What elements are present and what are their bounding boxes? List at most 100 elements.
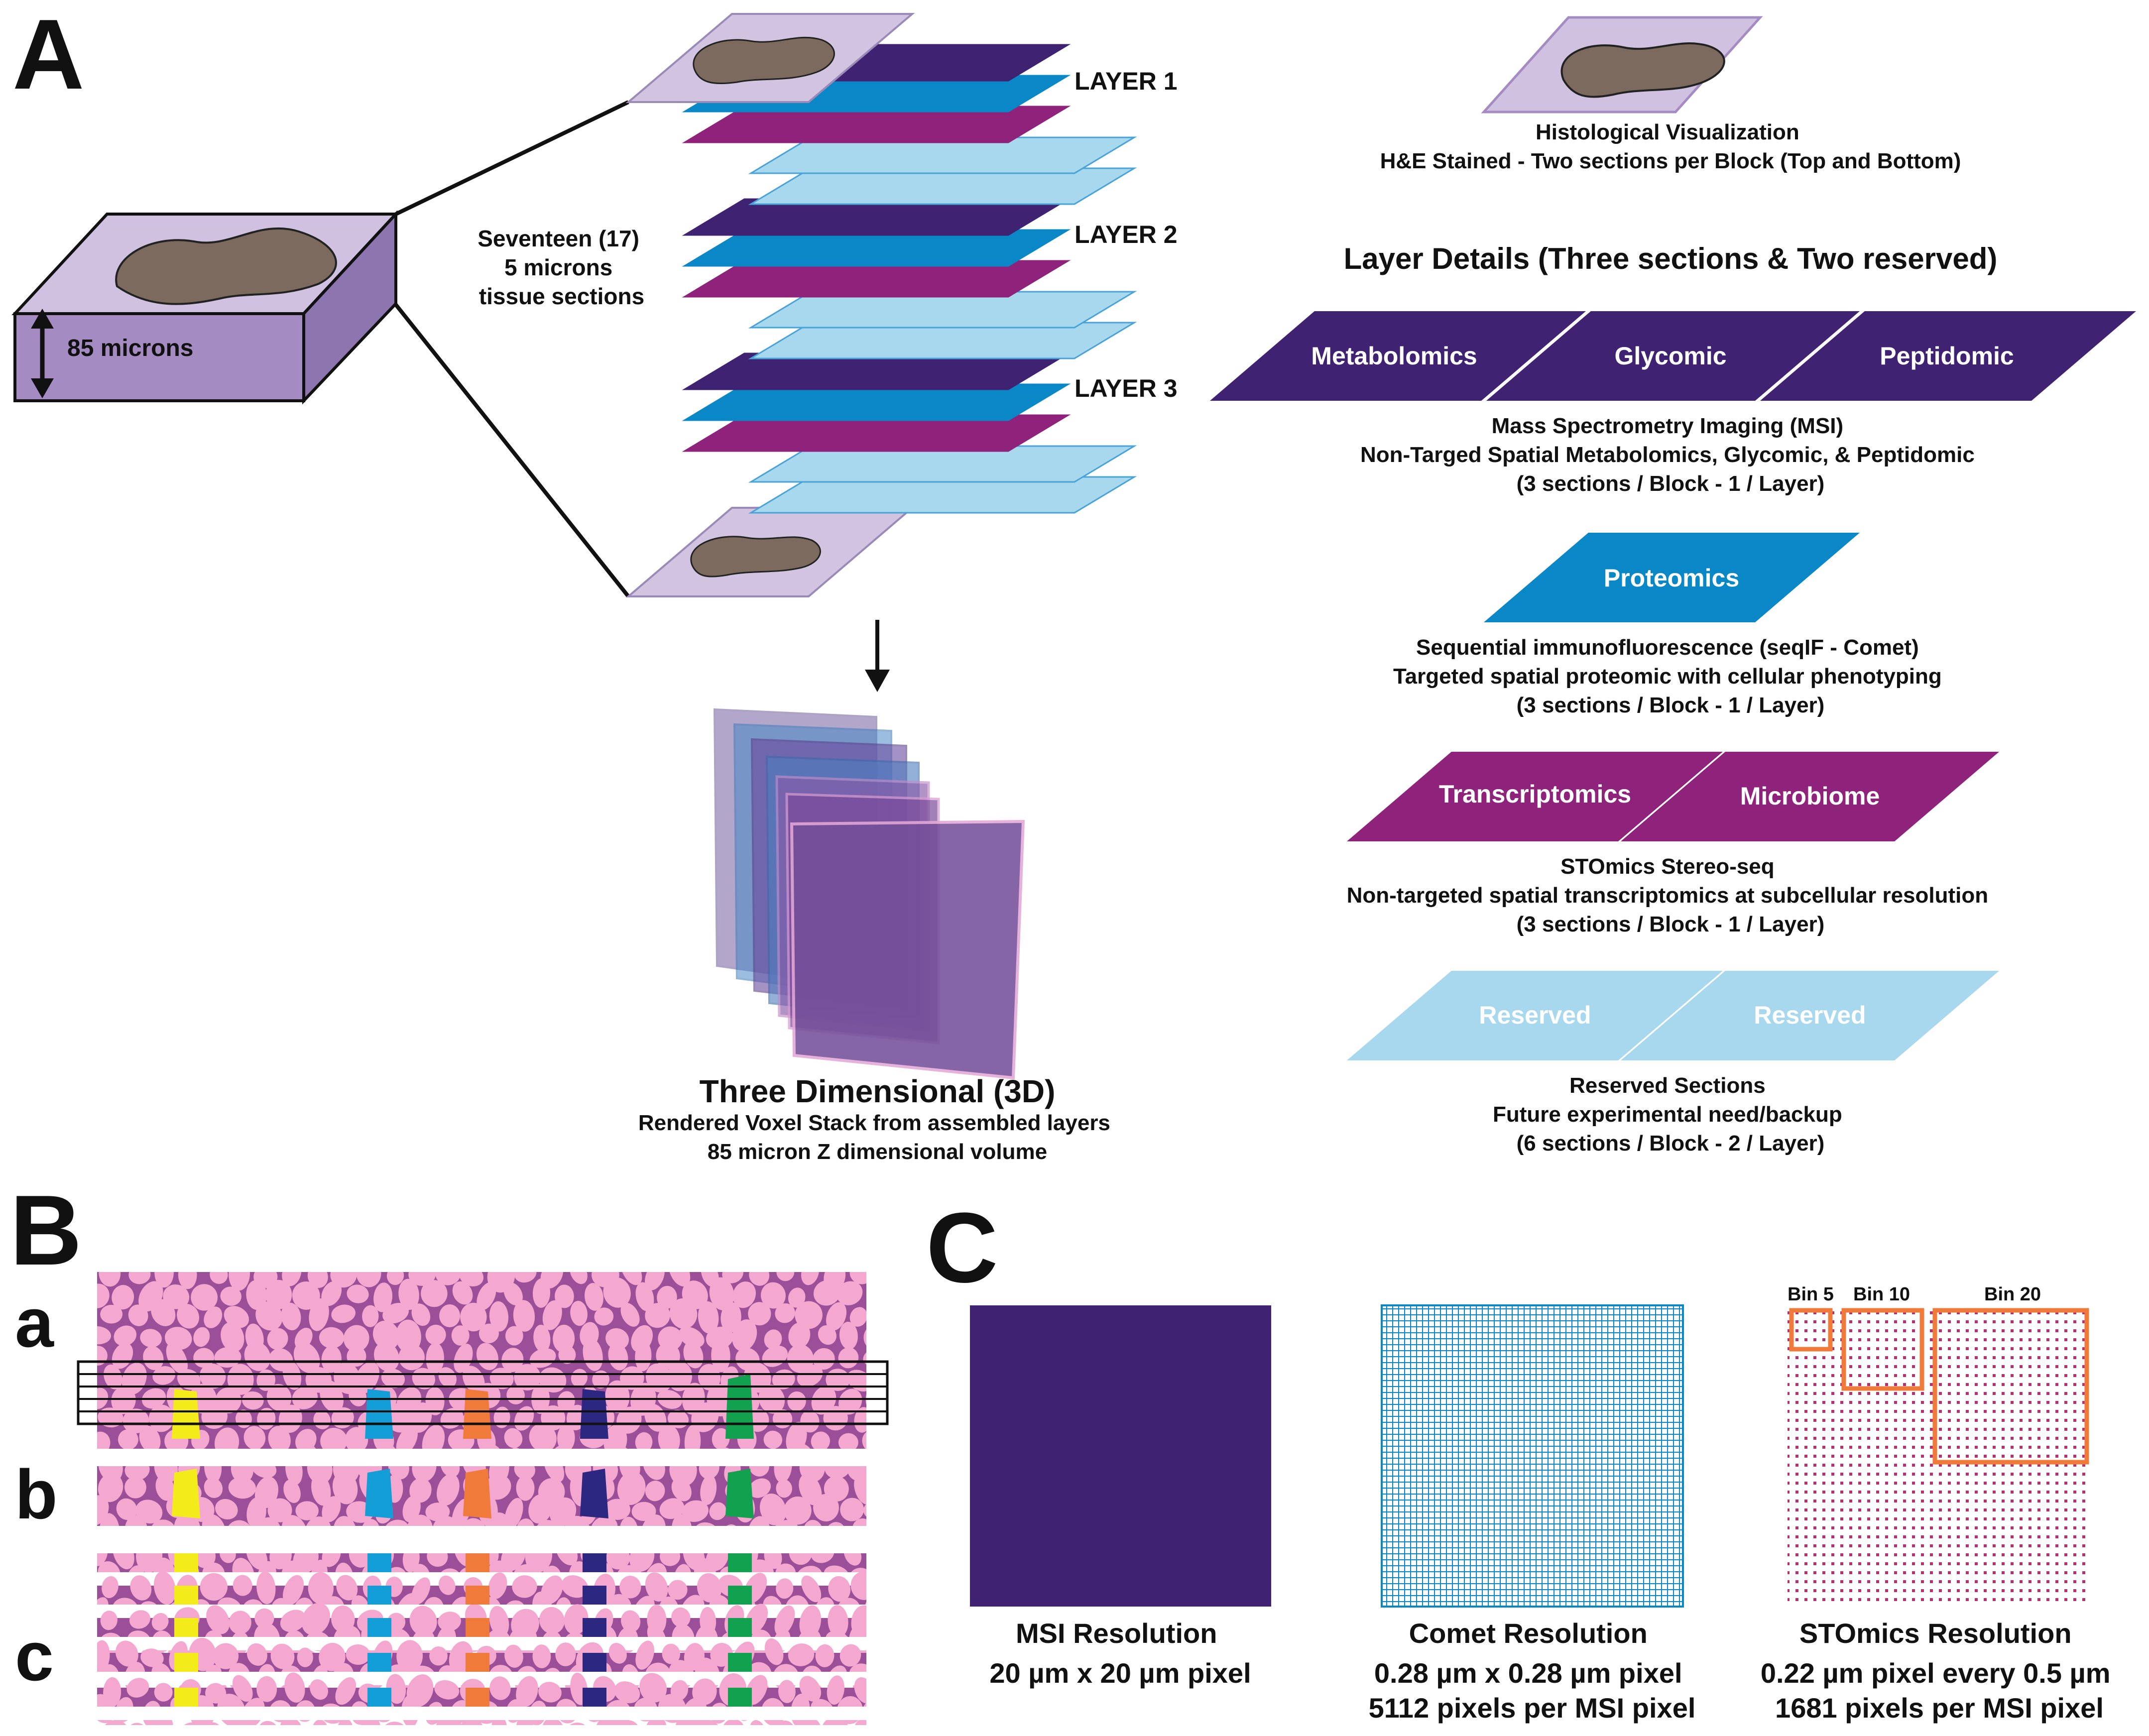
- down-arrow-head: [865, 670, 890, 692]
- cell: [813, 1494, 839, 1521]
- cell: [619, 1576, 641, 1599]
- cell: [246, 1280, 267, 1310]
- tile-reserved-1-label: Reserved: [1479, 1001, 1591, 1029]
- cell: [256, 1571, 276, 1605]
- cell: [191, 1284, 218, 1311]
- cell: [124, 1515, 147, 1526]
- tissue-section: [682, 229, 1071, 267]
- cell: [838, 1347, 859, 1369]
- cell: [660, 1553, 681, 1566]
- cell: [558, 1346, 576, 1364]
- cell: [332, 1471, 358, 1505]
- cell: [374, 1342, 399, 1372]
- green-marker-cell: [728, 1618, 752, 1637]
- cell: [153, 1571, 176, 1605]
- cell: [115, 1640, 138, 1667]
- blue-marker-cell: [365, 1469, 393, 1518]
- cell: [657, 1285, 677, 1309]
- cell: [876, 1370, 901, 1393]
- cell: [865, 1639, 889, 1671]
- histology-caption: Histological Visualization H&E Stained -…: [1380, 120, 1961, 173]
- cell: [641, 1514, 666, 1526]
- cell: [408, 1272, 436, 1286]
- cell: [231, 1466, 254, 1483]
- cell: [603, 1424, 627, 1449]
- cell: [489, 1676, 511, 1700]
- cell: [774, 1466, 792, 1483]
- cell: [555, 1642, 576, 1666]
- proteomics-caption: Sequential immunofluorescence (seqIF - C…: [1393, 635, 1948, 717]
- cell: [503, 1282, 523, 1306]
- blue-marker-cell: [367, 1586, 391, 1605]
- cell: [836, 1281, 863, 1305]
- cell: [321, 1281, 342, 1306]
- cell: [460, 1302, 487, 1332]
- transcriptomics-caption: STOmics Stereo-seq Non-targeted spatial …: [1347, 854, 1995, 936]
- cell: [242, 1391, 264, 1410]
- cell: [489, 1606, 509, 1637]
- cell: [193, 1327, 210, 1347]
- cell: [854, 1677, 866, 1704]
- cell: [98, 1407, 123, 1428]
- cell: [516, 1475, 535, 1501]
- cell: [114, 1325, 137, 1346]
- cell: [617, 1471, 646, 1505]
- cell: [461, 1518, 486, 1526]
- cell: [811, 1431, 831, 1449]
- cell: [489, 1301, 509, 1332]
- green-marker-cell: [725, 1469, 754, 1518]
- cell: [436, 1474, 460, 1506]
- cell: [280, 1717, 303, 1725]
- cell: [440, 1466, 460, 1478]
- cell: [293, 1342, 320, 1374]
- cell: [849, 1307, 866, 1327]
- section-lines: [77, 1360, 889, 1425]
- slice-gap: [97, 1707, 866, 1720]
- cell: [788, 1322, 811, 1349]
- cell: [360, 1714, 381, 1725]
- orange-marker-cell: [466, 1653, 489, 1672]
- cell: [337, 1718, 354, 1725]
- cell: [635, 1432, 653, 1449]
- cell: [787, 1391, 806, 1411]
- cell: [118, 1429, 138, 1449]
- cell: [388, 1466, 409, 1480]
- cell: [229, 1272, 250, 1291]
- cell: [556, 1553, 578, 1566]
- cell: [307, 1466, 333, 1484]
- cell: [398, 1278, 419, 1310]
- cell: [387, 1613, 406, 1631]
- cell: [204, 1466, 222, 1483]
- cell: [308, 1572, 334, 1605]
- cell: [432, 1516, 460, 1526]
- cell: [557, 1424, 575, 1449]
- cell: [564, 1604, 589, 1635]
- cell: [697, 1573, 722, 1603]
- cell: [542, 1718, 565, 1725]
- cell: [402, 1553, 420, 1573]
- cell: [228, 1477, 256, 1499]
- cell: [460, 1717, 484, 1725]
- cell: [319, 1327, 345, 1349]
- cell: [619, 1516, 638, 1526]
- tissue-section: [682, 106, 1071, 143]
- cell: [748, 1478, 771, 1498]
- cell: [585, 1282, 603, 1311]
- cell: [128, 1272, 151, 1284]
- cell: [514, 1466, 536, 1480]
- cell: [671, 1607, 691, 1627]
- cell: [425, 1324, 446, 1345]
- cell: [232, 1675, 253, 1702]
- bin-10-label: Bin 10: [1853, 1284, 1910, 1305]
- cell: [484, 1475, 511, 1500]
- tile-reserved-2: [1621, 971, 1999, 1060]
- cell: [129, 1610, 150, 1629]
- cell: [557, 1391, 575, 1412]
- tissue-section: [748, 136, 1137, 174]
- cell: [459, 1272, 484, 1286]
- cell: [553, 1324, 575, 1353]
- cell: [301, 1603, 330, 1635]
- cell: [154, 1716, 173, 1725]
- cell: [111, 1386, 136, 1414]
- yellow-marker-cell: [174, 1688, 198, 1707]
